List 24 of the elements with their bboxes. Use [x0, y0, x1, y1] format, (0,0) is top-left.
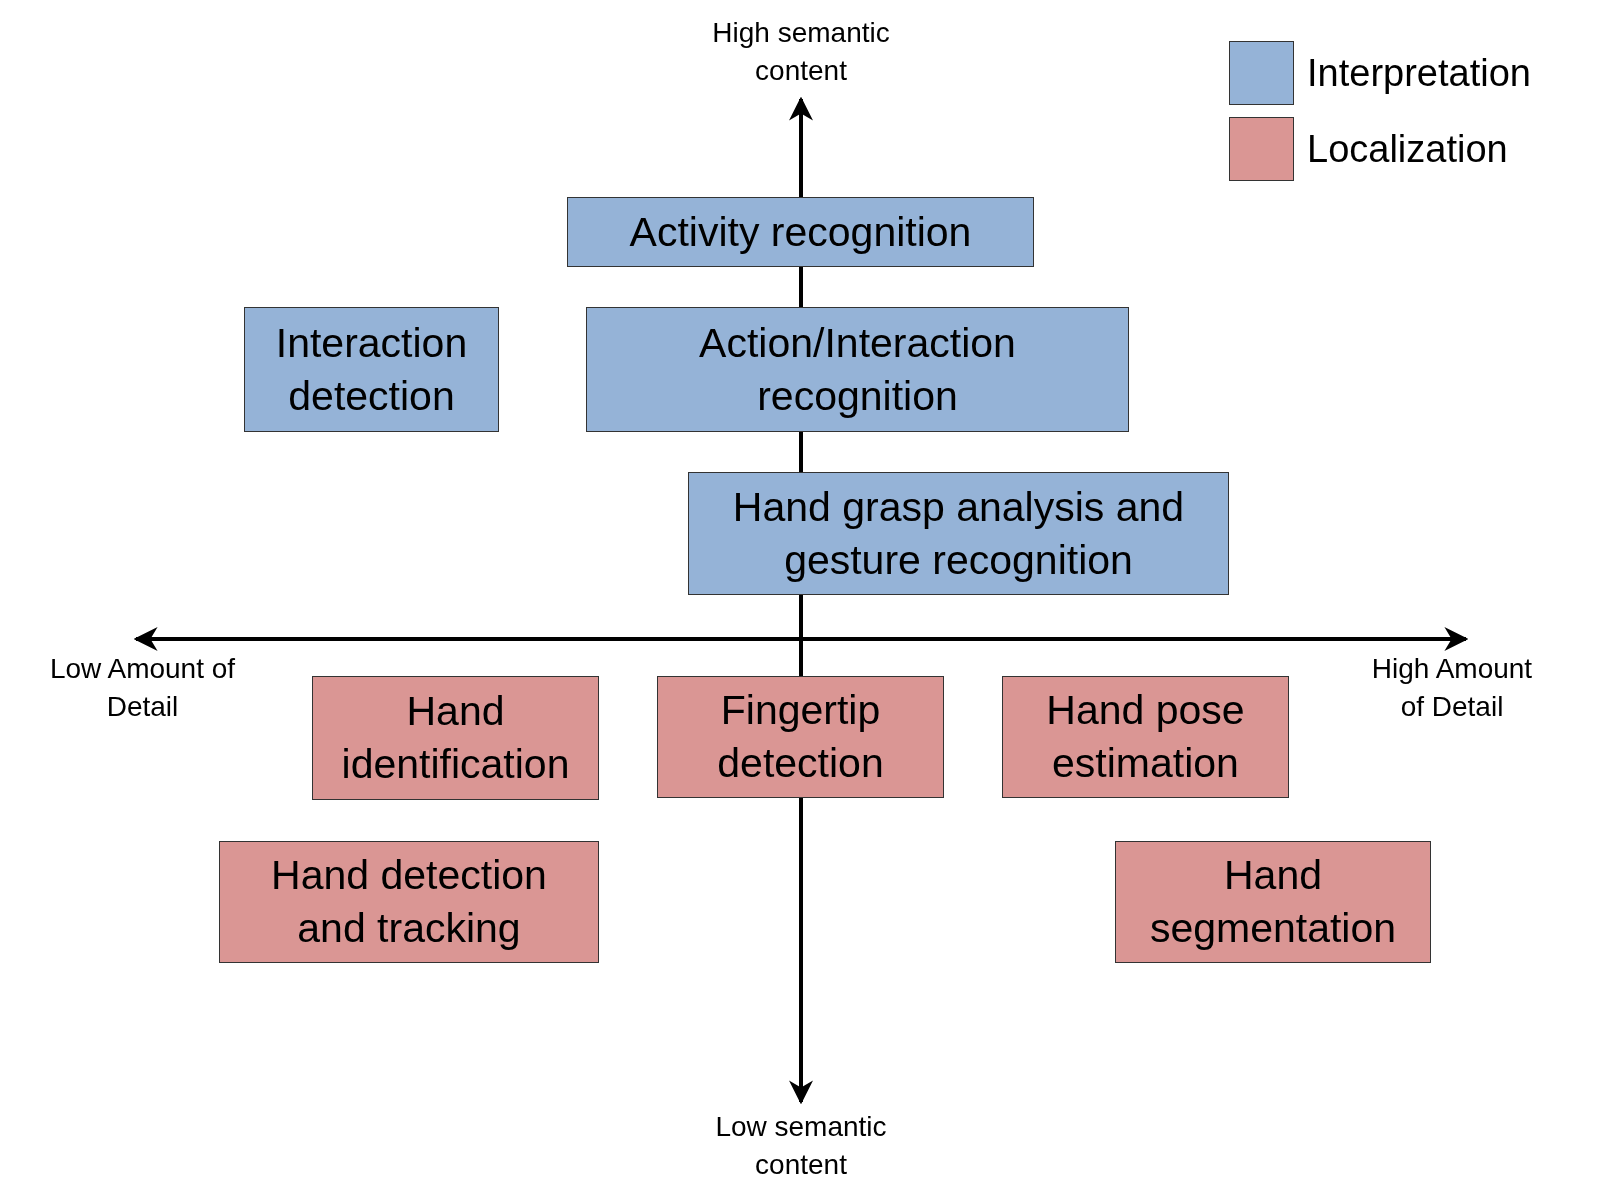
- task-label: Hand identification: [340, 687, 571, 789]
- task-label: Action/Interaction recognition: [698, 318, 1017, 421]
- axis-label: Low Amount of Detail: [48, 652, 237, 724]
- task-box: [1002, 676, 1289, 798]
- task-label: Hand grasp analysis and gesture recognition: [731, 482, 1186, 585]
- task-label: Interaction detection: [274, 318, 469, 421]
- axis-label: High semantic content: [711, 16, 891, 88]
- task-label: Hand segmentation: [1148, 851, 1398, 953]
- task-label: Hand detection and tracking: [270, 851, 548, 953]
- legend-label: Interpretation: [1307, 51, 1531, 95]
- task-label: Hand pose estimation: [1045, 686, 1246, 788]
- task-box: [244, 307, 499, 432]
- task-box: [567, 197, 1034, 267]
- task-box: [688, 472, 1229, 595]
- task-box: [586, 307, 1129, 432]
- task-box: [657, 676, 944, 798]
- task-box: [1115, 841, 1431, 963]
- task-label: Activity recognition: [628, 207, 973, 257]
- axis-label: High Amount of Detail: [1370, 652, 1534, 724]
- task-box: [312, 676, 599, 800]
- task-label: Fingertip detection: [716, 686, 885, 788]
- legend-label: Localization: [1307, 127, 1508, 171]
- axis-label: Low semantic content: [714, 1110, 888, 1182]
- task-box: [219, 841, 599, 963]
